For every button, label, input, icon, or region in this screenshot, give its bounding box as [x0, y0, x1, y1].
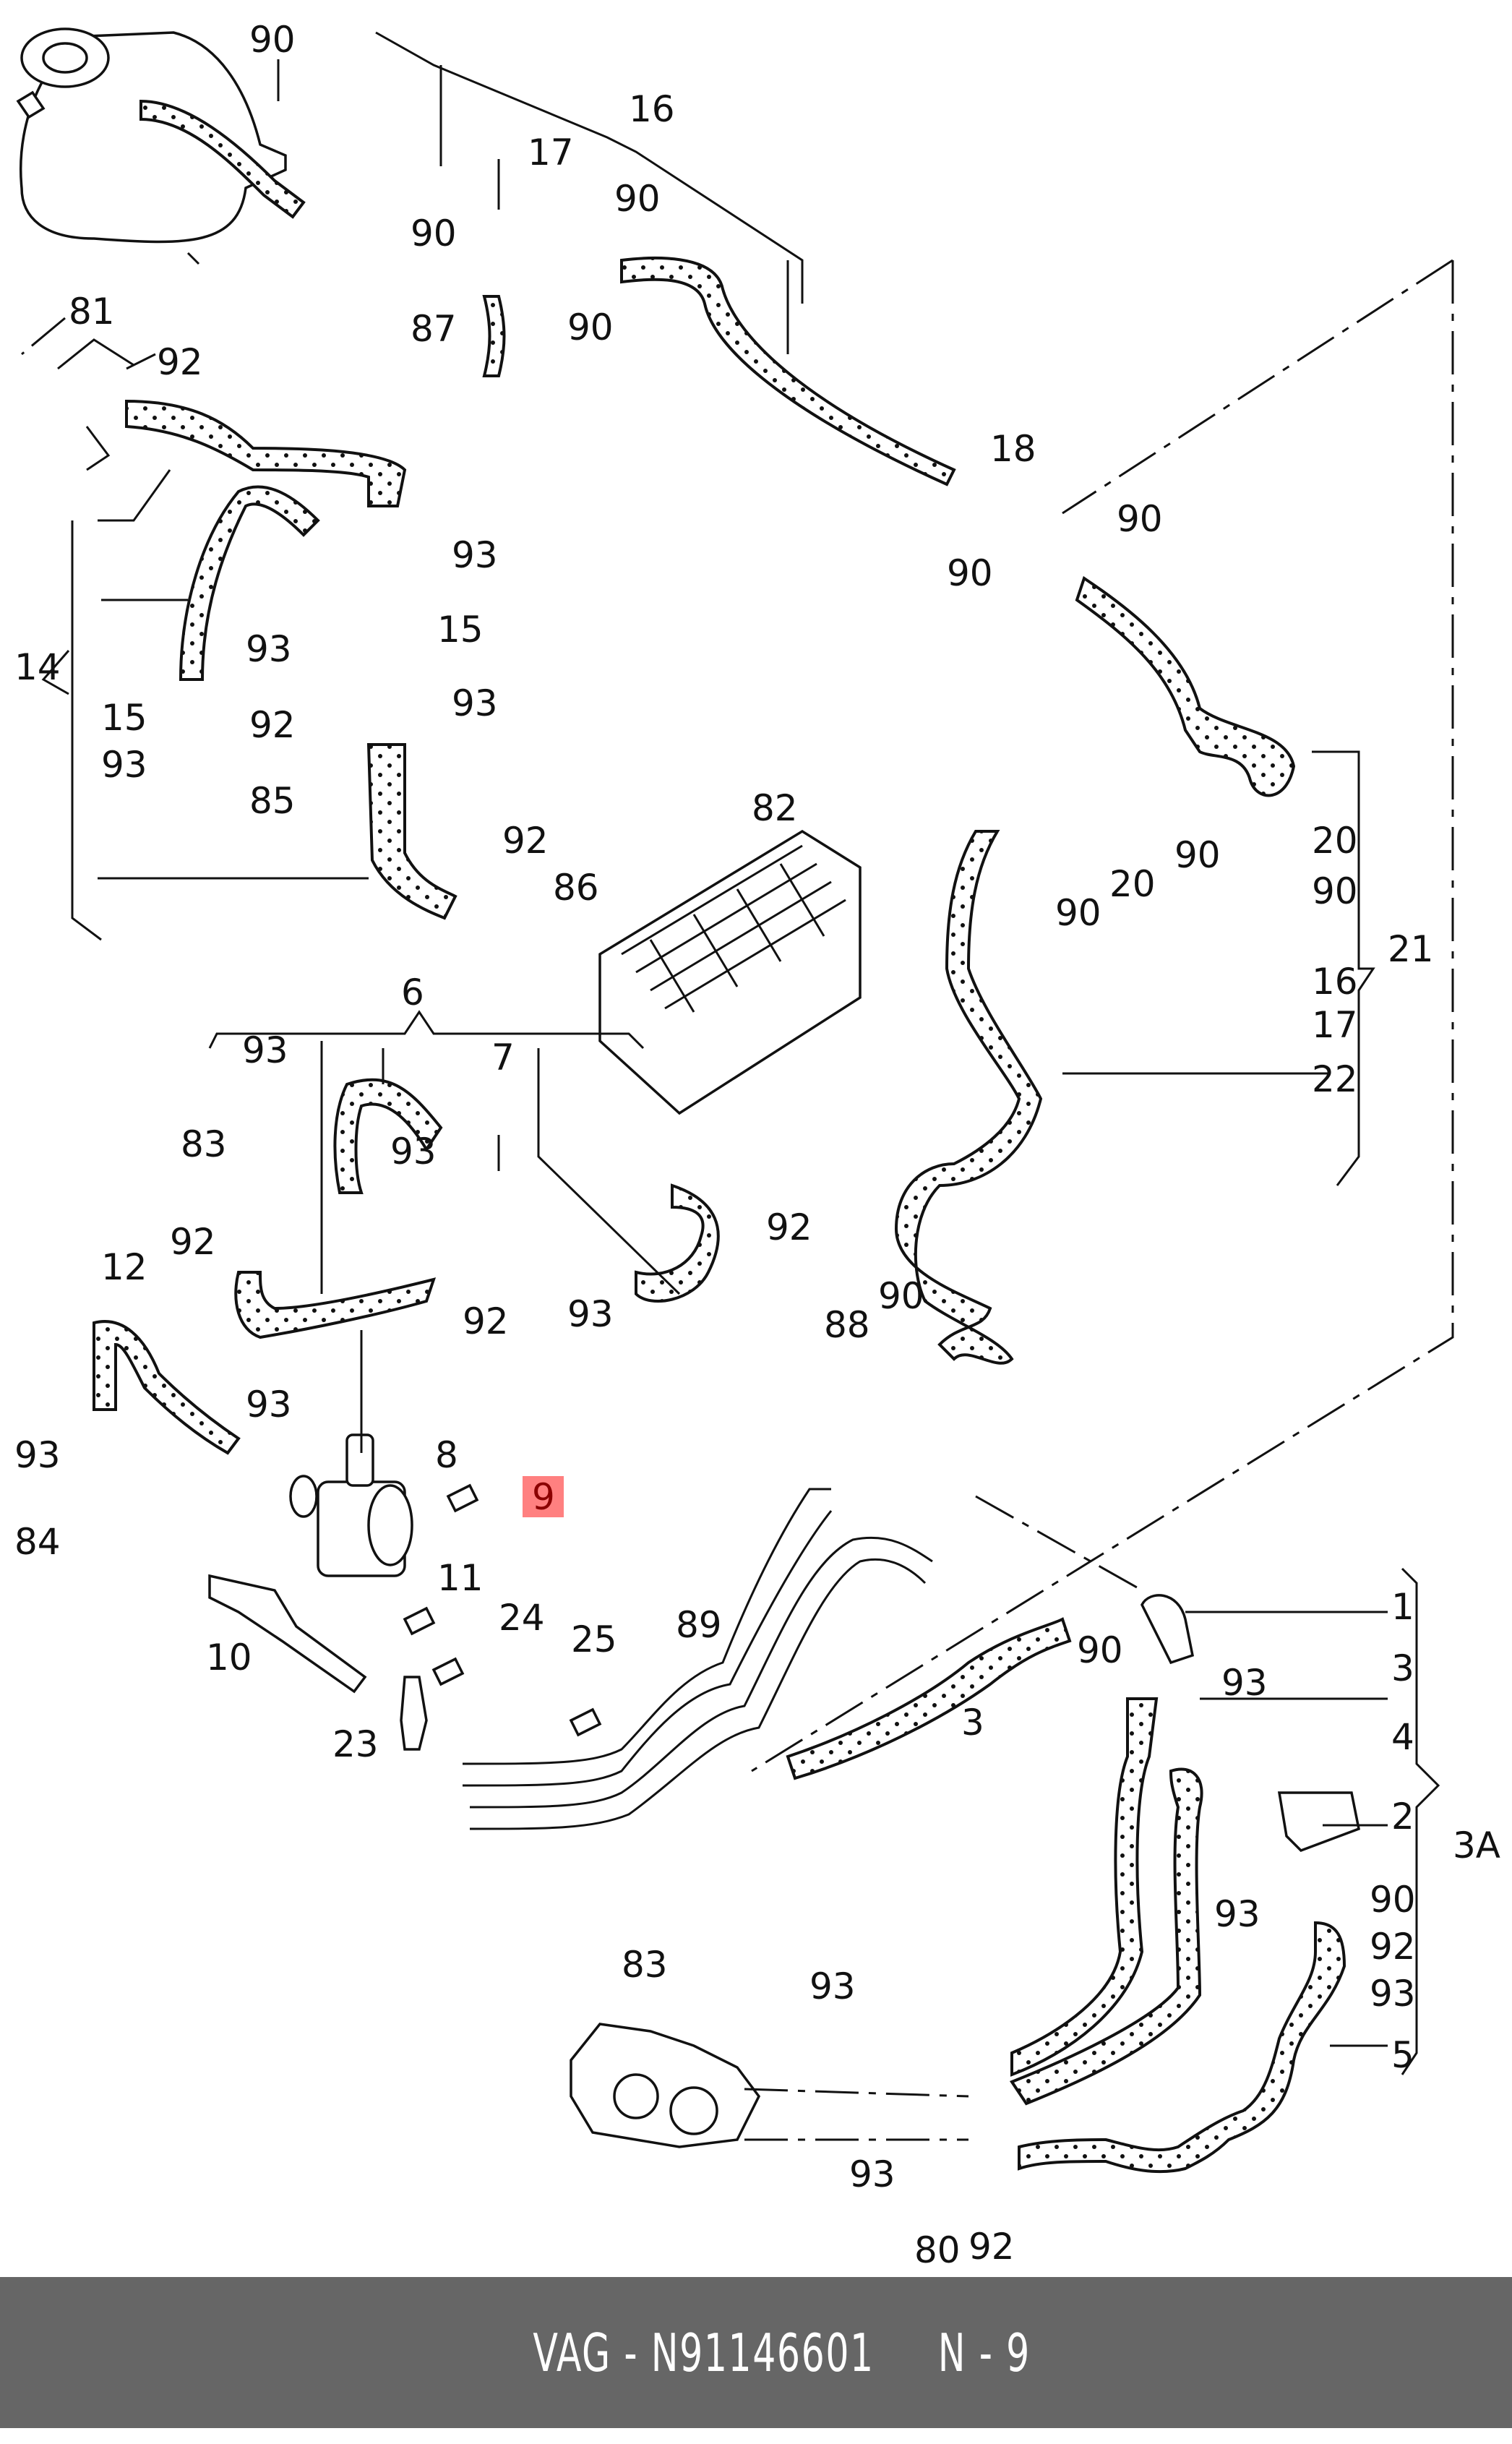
- callout-93[interactable]: 93: [452, 682, 498, 724]
- callout-9-highlighted[interactable]: 9: [532, 1476, 555, 1518]
- heater-core: [598, 829, 862, 1115]
- callout-16[interactable]: 16: [1312, 961, 1358, 1003]
- auxiliary-pump: [289, 1433, 413, 1577]
- callout-93[interactable]: 93: [1214, 1893, 1260, 1935]
- callout-90[interactable]: 90: [1055, 892, 1101, 934]
- part-caption: VAG - N91146601 N - 9: [482, 2262, 1031, 2444]
- callout-90[interactable]: 90: [947, 552, 993, 594]
- brackets: [208, 1483, 602, 1751]
- callout-86[interactable]: 86: [553, 867, 599, 909]
- coolant-flange: [570, 2023, 761, 2148]
- callout-3[interactable]: 3: [961, 1702, 984, 1744]
- callout-4[interactable]: 4: [1391, 1716, 1414, 1758]
- callout-82[interactable]: 82: [752, 787, 798, 829]
- callout-90[interactable]: 90: [878, 1275, 924, 1317]
- callout-20[interactable]: 20: [1109, 863, 1156, 905]
- connectors: [1141, 1594, 1361, 1853]
- callout-90[interactable]: 90: [1312, 870, 1358, 912]
- metal-pipes: [462, 1488, 933, 1830]
- callout-80[interactable]: 80: [914, 2229, 961, 2271]
- callout-7[interactable]: 7: [491, 1037, 515, 1079]
- callout-89[interactable]: 89: [676, 1604, 722, 1646]
- callout-5[interactable]: 5: [1391, 2034, 1414, 2076]
- expansion-tank: [16, 27, 287, 265]
- callout-90[interactable]: 90: [249, 19, 296, 61]
- callout-93[interactable]: 93: [101, 744, 147, 786]
- leader-lines: [21, 31, 1454, 2141]
- callout-92[interactable]: 92: [157, 341, 203, 383]
- callout-11[interactable]: 11: [437, 1557, 484, 1599]
- callout-88[interactable]: 88: [824, 1304, 870, 1346]
- callout-15[interactable]: 15: [437, 609, 484, 651]
- part-number: N91146601: [650, 2322, 875, 2383]
- callout-93[interactable]: 93: [14, 1434, 61, 1476]
- callout-3A[interactable]: 3A: [1453, 1825, 1500, 1866]
- callout-92[interactable]: 92: [1370, 1926, 1416, 1968]
- callout-87[interactable]: 87: [411, 308, 457, 350]
- callout-25[interactable]: 25: [571, 1618, 617, 1660]
- callout-92[interactable]: 92: [968, 2226, 1015, 2268]
- callout-2[interactable]: 2: [1391, 1796, 1414, 1838]
- callout-22[interactable]: 22: [1312, 1058, 1358, 1100]
- callout-93[interactable]: 93: [246, 628, 292, 670]
- callout-18[interactable]: 18: [990, 428, 1036, 470]
- callout-90[interactable]: 90: [1077, 1629, 1123, 1671]
- callout-93[interactable]: 93: [246, 1384, 292, 1425]
- callout-21[interactable]: 21: [1388, 928, 1434, 970]
- callout-81[interactable]: 81: [69, 291, 115, 333]
- footer-bar: VAG - N91146601 N - 9: [0, 2277, 1512, 2428]
- callout-6[interactable]: 6: [401, 972, 424, 1013]
- callout-84[interactable]: 84: [14, 1521, 61, 1563]
- callout-93[interactable]: 93: [1221, 1662, 1268, 1704]
- callout-3[interactable]: 3: [1391, 1647, 1414, 1689]
- callout-93[interactable]: 93: [390, 1131, 437, 1172]
- callout-90[interactable]: 90: [567, 306, 614, 348]
- callout-92[interactable]: 92: [502, 820, 549, 862]
- callout-93[interactable]: 93: [849, 2153, 895, 2195]
- separator: -: [611, 2322, 651, 2383]
- callout-17[interactable]: 17: [1312, 1004, 1358, 1046]
- callout-83[interactable]: 83: [622, 1944, 668, 1986]
- callout-14[interactable]: 14: [14, 646, 61, 688]
- highlight-box: [523, 1476, 564, 1517]
- callout-labels: 90 16 17 90 90 90 87 81 92 18 90 90 93 9…: [14, 19, 1500, 2271]
- callout-92[interactable]: 92: [766, 1206, 812, 1248]
- callout-8[interactable]: 8: [435, 1434, 458, 1476]
- hose-group: [93, 99, 1346, 2174]
- callout-85[interactable]: 85: [249, 780, 296, 822]
- callout-15[interactable]: 15: [101, 697, 147, 739]
- parts-diagram: 90 16 17 90 90 90 87 81 92 18 90 90 93 9…: [14, 19, 1500, 2271]
- callout-20[interactable]: 20: [1312, 820, 1358, 862]
- callout-93[interactable]: 93: [452, 534, 498, 576]
- callout-90[interactable]: 90: [1117, 498, 1163, 540]
- callout-90[interactable]: 90: [1370, 1879, 1416, 1921]
- callout-92[interactable]: 92: [463, 1300, 509, 1342]
- callout-24[interactable]: 24: [499, 1597, 545, 1639]
- callout-92[interactable]: 92: [249, 704, 296, 746]
- callout-83[interactable]: 83: [181, 1123, 227, 1165]
- callout-93[interactable]: 93: [567, 1293, 614, 1335]
- callout-93[interactable]: 93: [809, 1965, 856, 2007]
- callout-16[interactable]: 16: [629, 88, 675, 130]
- callout-92[interactable]: 92: [170, 1221, 216, 1263]
- callout-12[interactable]: 12: [101, 1246, 147, 1288]
- callout-1[interactable]: 1: [1391, 1586, 1414, 1628]
- position-label: N - 9: [937, 2322, 1031, 2383]
- callout-23[interactable]: 23: [332, 1723, 379, 1765]
- callout-17[interactable]: 17: [528, 132, 574, 173]
- callout-93[interactable]: 93: [242, 1029, 288, 1071]
- callout-93[interactable]: 93: [1370, 1973, 1416, 2015]
- callout-10[interactable]: 10: [206, 1637, 252, 1678]
- callout-90[interactable]: 90: [614, 178, 661, 220]
- callout-90[interactable]: 90: [411, 213, 457, 254]
- brand-label: VAG: [533, 2322, 611, 2383]
- callout-90[interactable]: 90: [1174, 834, 1221, 876]
